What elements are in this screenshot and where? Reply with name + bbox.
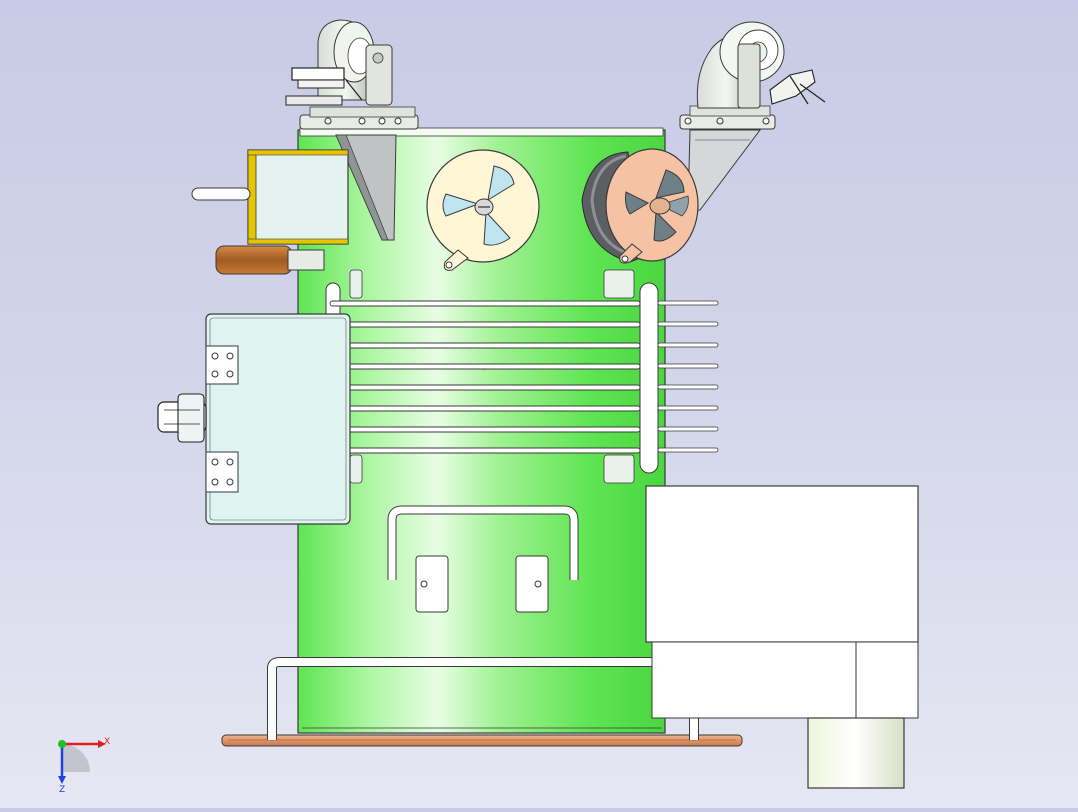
orientation-triad[interactable]: X Z [58,737,110,795]
y-axis-dot [58,740,66,748]
fan-right [581,148,699,264]
fan-left [426,149,540,271]
right-castor [679,21,826,130]
x-axis-arrowhead [98,740,106,748]
x-axis-label: X [104,737,110,747]
right-bracket [687,129,761,211]
terminal-box [645,485,919,789]
z-axis-arrowhead [58,776,66,784]
panel-latch [157,393,207,443]
left-castor [285,19,419,130]
brown-pipe [215,245,325,275]
motor-box [191,149,349,245]
radiator-fins-right [657,300,719,453]
panel-hinge-bottom [205,451,239,493]
z-axis-label: Z [59,785,65,795]
panel-hinge-top [205,345,239,385]
side-panel [157,313,351,525]
base-plate [221,734,743,747]
front-handle [387,505,579,613]
left-bracket [335,134,397,241]
